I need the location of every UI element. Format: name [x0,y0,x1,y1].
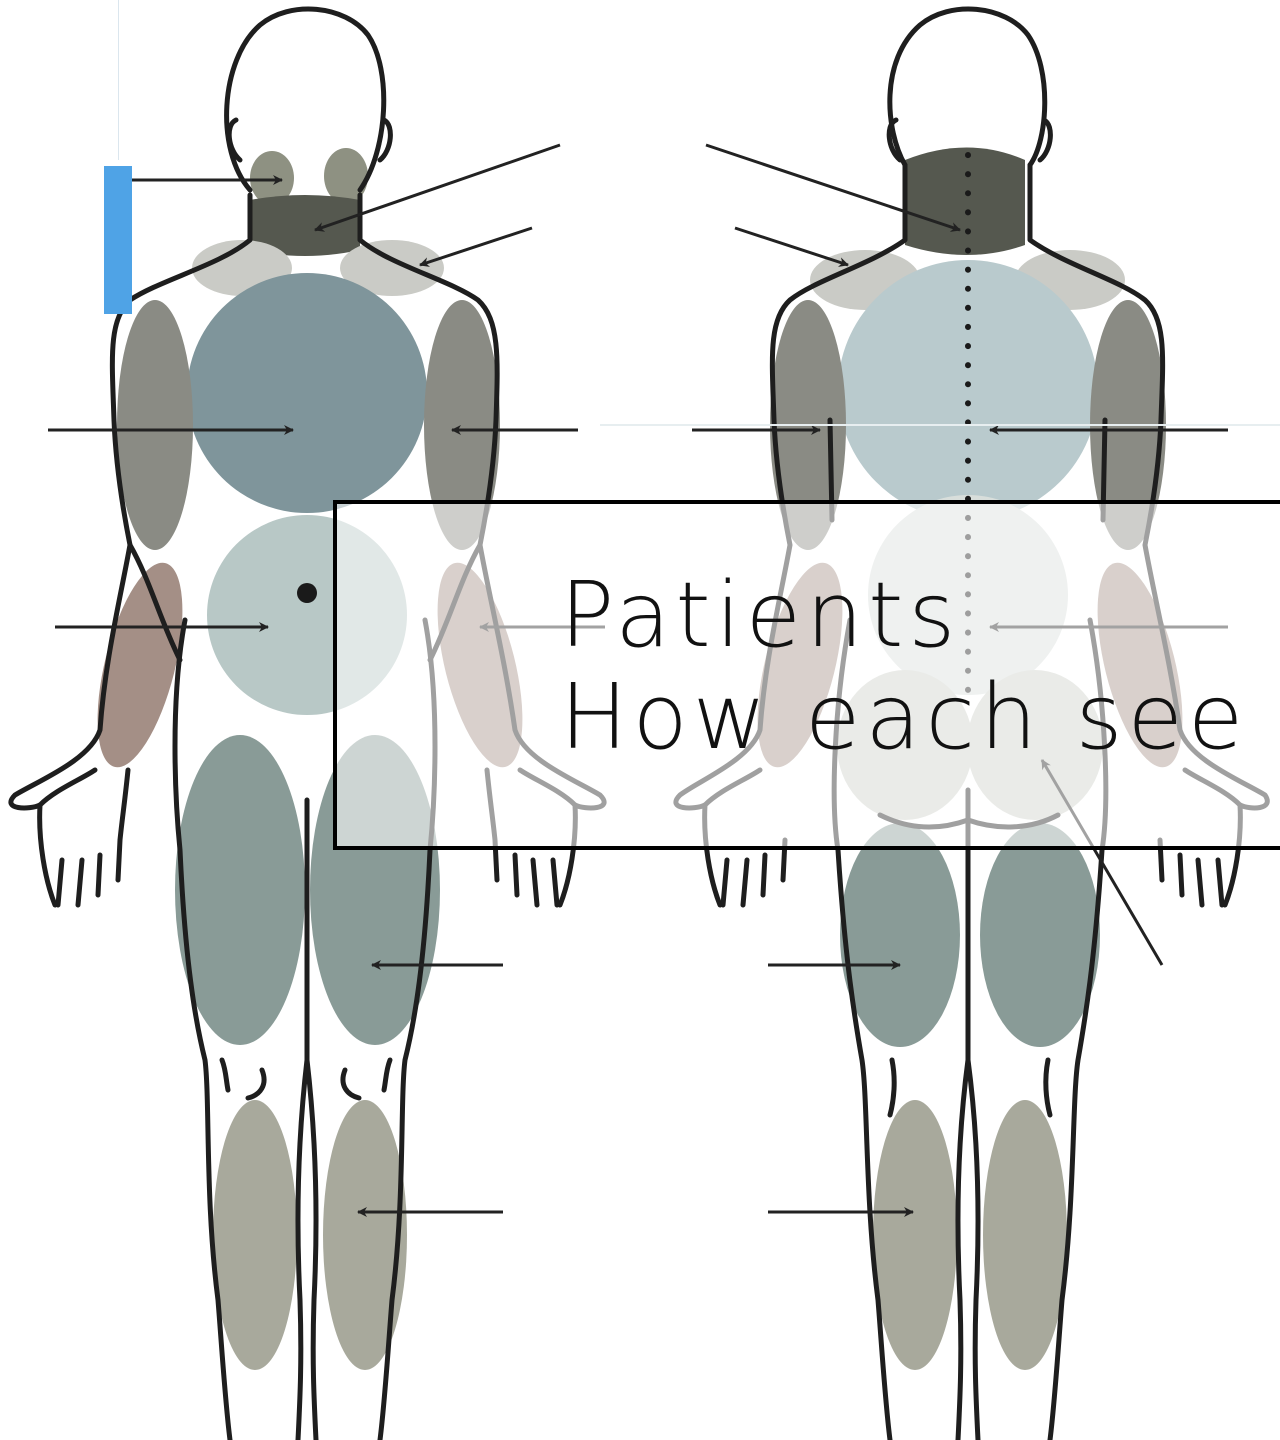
back-neck-region [905,148,1025,256]
back-thigh-left-region [840,823,960,1047]
front-forearm-left-region [81,555,200,776]
back-calf-left-region [873,1100,957,1370]
guide-line [118,0,119,160]
selection-marker [104,166,132,314]
front-navel [297,583,317,603]
front-upper-arm-left-region [117,300,193,550]
front-calf-left-region [213,1100,297,1370]
caption-text: Patients How each see [560,565,1248,769]
front-calf-right-region [323,1100,407,1370]
arrow-back-shoulder [735,228,848,265]
back-calf-right-region [983,1100,1067,1370]
caption-line-2: How each see [560,667,1248,769]
caption-line-1: Patients [560,565,1248,667]
back-thigh-right-region [980,823,1100,1047]
faint-divider [600,424,1280,426]
arrow-front-shoulder [420,228,532,265]
front-chest-region [187,273,427,513]
